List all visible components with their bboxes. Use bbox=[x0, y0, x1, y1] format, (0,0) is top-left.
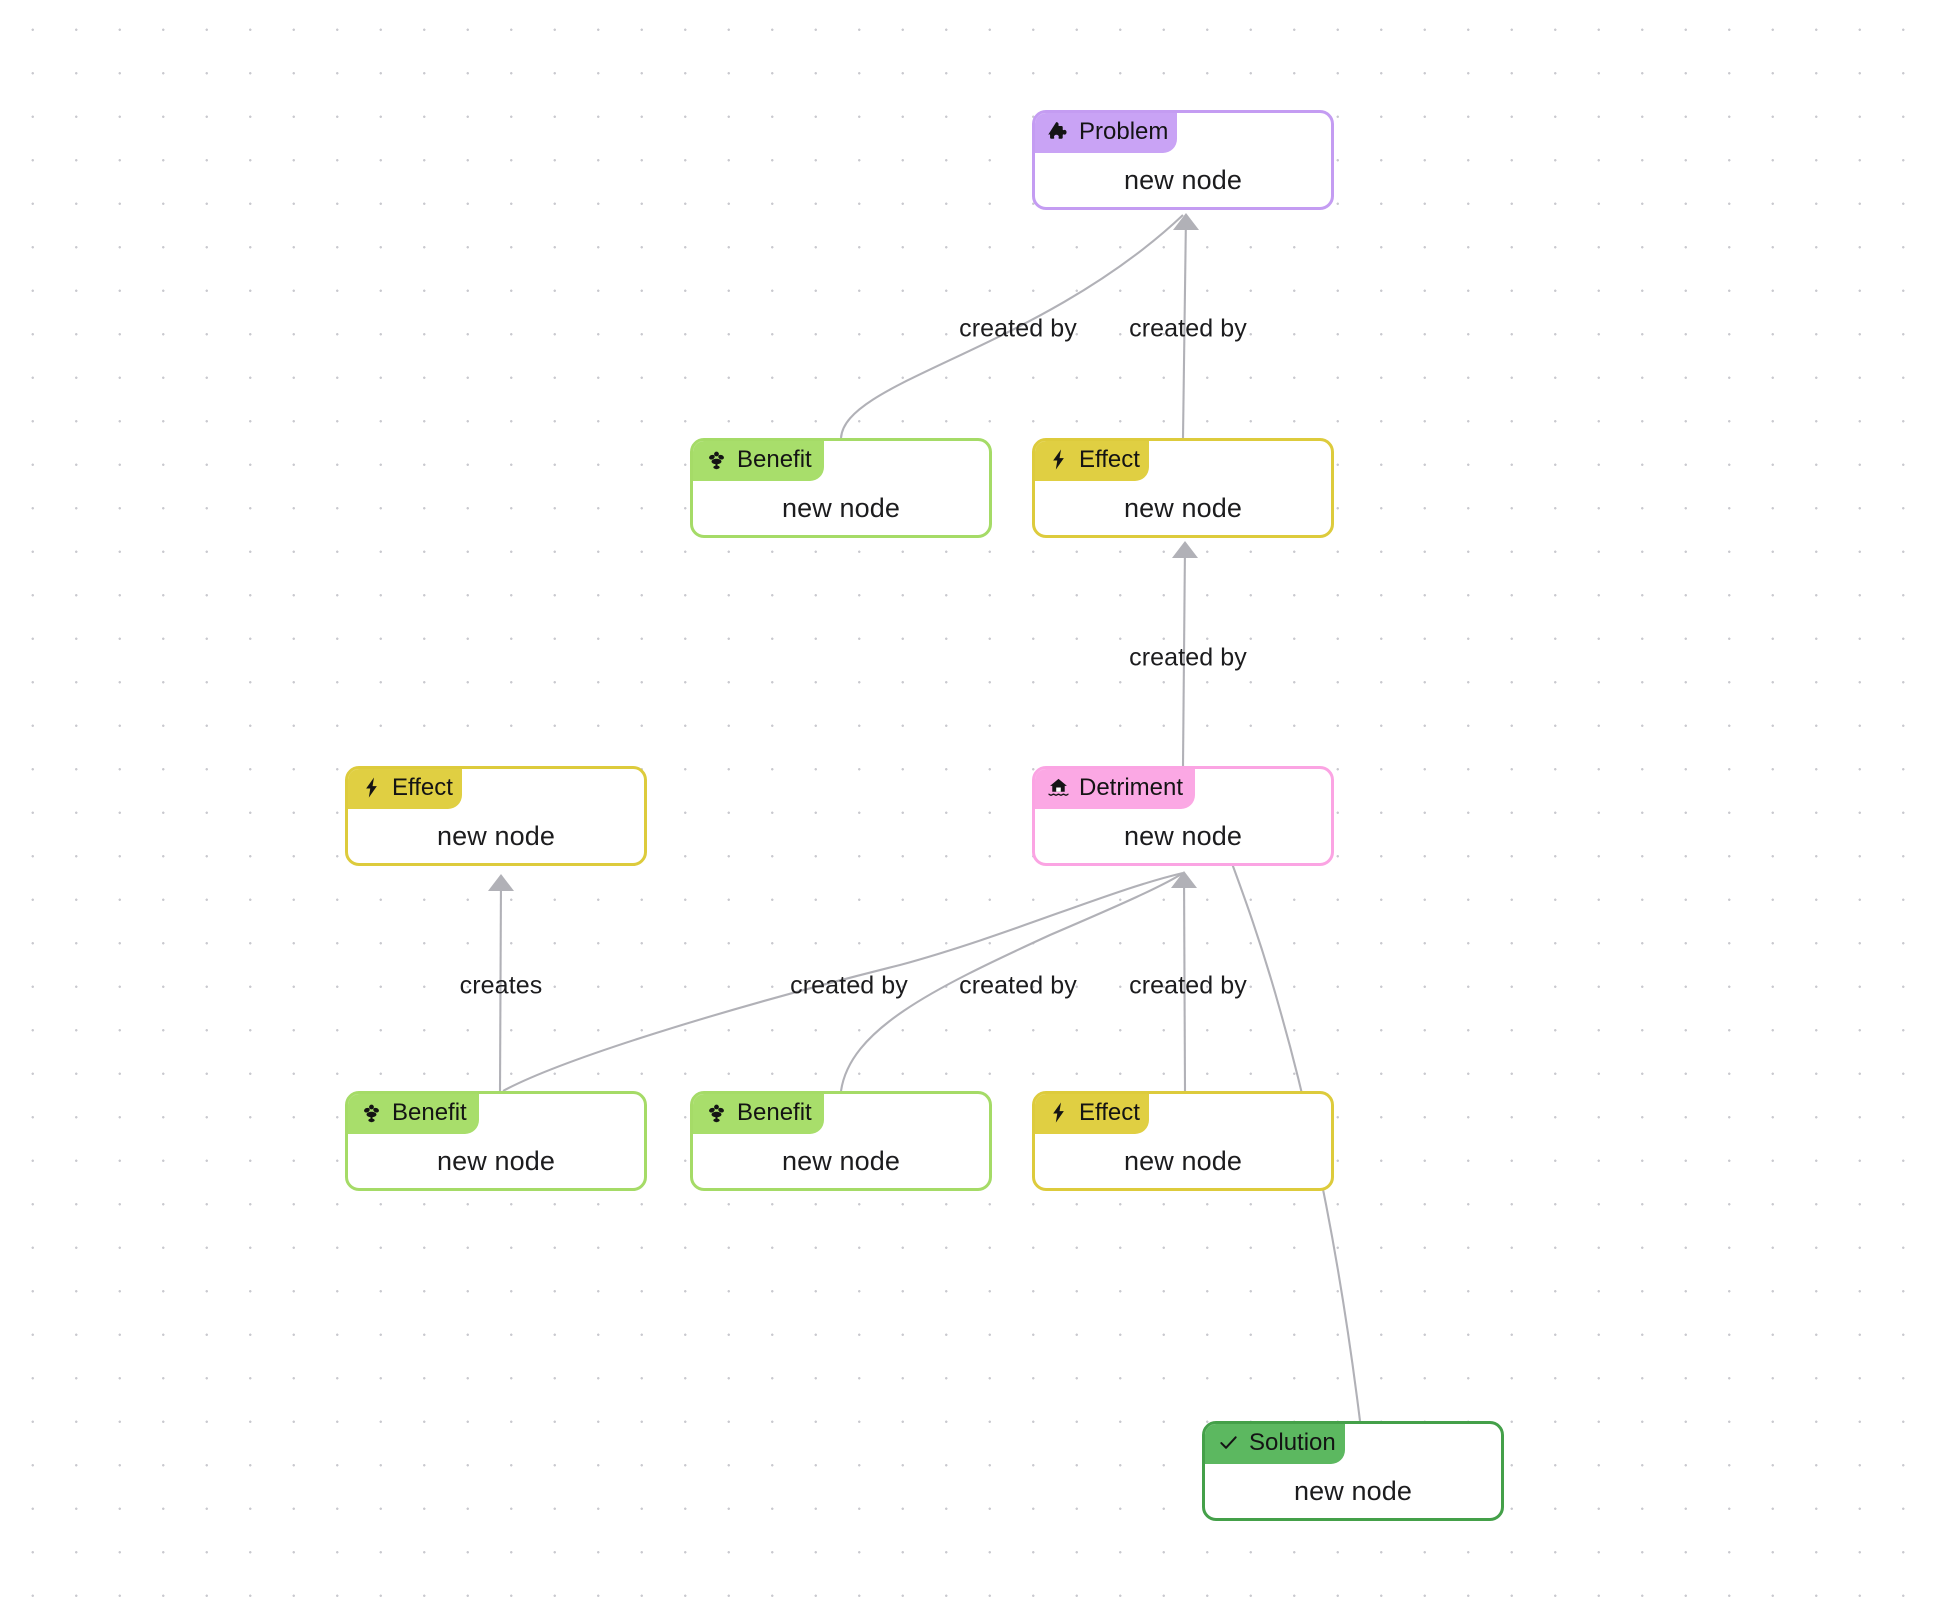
node-title[interactable]: new node bbox=[782, 492, 900, 523]
edge-label[interactable]: creates bbox=[459, 971, 543, 1000]
flower-icon bbox=[705, 1101, 728, 1124]
edge-label[interactable]: created by bbox=[1129, 643, 1247, 672]
node-type-badge[interactable]: Effect bbox=[1035, 1094, 1149, 1134]
edge-label[interactable]: created by bbox=[1129, 314, 1247, 343]
graph-node-detriment[interactable]: Detriment new node bbox=[1032, 766, 1334, 866]
node-title[interactable]: new node bbox=[1294, 1475, 1412, 1506]
puzzle-piece-icon bbox=[1047, 120, 1070, 143]
check-icon bbox=[1217, 1431, 1240, 1454]
node-type-badge[interactable]: Problem bbox=[1035, 113, 1177, 153]
node-type-label: Problem bbox=[1079, 117, 1169, 145]
flooded-house-icon bbox=[1047, 776, 1070, 799]
node-type-label: Benefit bbox=[392, 1098, 467, 1126]
node-type-badge[interactable]: Effect bbox=[1035, 441, 1149, 481]
node-title[interactable]: new node bbox=[1124, 164, 1242, 195]
graph-node-problem[interactable]: Problem new node bbox=[1032, 110, 1334, 210]
graph-node-benefit[interactable]: Benefit new node bbox=[690, 1091, 992, 1191]
graph-node-effect[interactable]: Effect new node bbox=[1032, 438, 1334, 538]
node-title[interactable]: new node bbox=[1124, 820, 1242, 851]
graph-node-benefit[interactable]: Benefit new node bbox=[690, 438, 992, 538]
edge-label[interactable]: created by bbox=[1129, 971, 1247, 1000]
node-title[interactable]: new node bbox=[782, 1145, 900, 1176]
node-type-label: Benefit bbox=[737, 445, 812, 473]
edge-label[interactable]: created by bbox=[959, 314, 1077, 343]
node-title[interactable]: new node bbox=[1124, 1145, 1242, 1176]
node-type-label: Effect bbox=[1079, 445, 1140, 473]
node-type-label: Solution bbox=[1249, 1428, 1336, 1456]
node-type-label: Detriment bbox=[1079, 773, 1184, 801]
edge-arrowhead bbox=[1172, 541, 1198, 558]
node-type-badge[interactable]: Benefit bbox=[693, 441, 824, 481]
node-title[interactable]: new node bbox=[1124, 492, 1242, 523]
node-type-label: Benefit bbox=[737, 1098, 812, 1126]
flower-icon bbox=[705, 448, 728, 471]
node-title[interactable]: new node bbox=[437, 820, 555, 851]
node-type-badge[interactable]: Solution bbox=[1205, 1424, 1345, 1464]
edge-arrowhead bbox=[488, 874, 514, 891]
edge-arrowhead bbox=[1171, 871, 1197, 888]
node-type-badge[interactable]: Benefit bbox=[348, 1094, 479, 1134]
edge-label[interactable]: created by bbox=[959, 971, 1077, 1000]
node-type-badge[interactable]: Effect bbox=[348, 769, 462, 809]
graph-node-effect[interactable]: Effect new node bbox=[1032, 1091, 1334, 1191]
flower-icon bbox=[360, 1101, 383, 1124]
node-type-badge[interactable]: Benefit bbox=[693, 1094, 824, 1134]
graph-node-solution[interactable]: Solution new node bbox=[1202, 1421, 1504, 1521]
lightning-bolt-icon bbox=[1047, 1101, 1070, 1124]
graph-node-effect[interactable]: Effect new node bbox=[345, 766, 647, 866]
node-title[interactable]: new node bbox=[437, 1145, 555, 1176]
node-type-badge[interactable]: Detriment bbox=[1035, 769, 1195, 809]
node-type-label: Effect bbox=[392, 773, 453, 801]
lightning-bolt-icon bbox=[1047, 448, 1070, 471]
node-type-label: Effect bbox=[1079, 1098, 1140, 1126]
graph-node-benefit[interactable]: Benefit new node bbox=[345, 1091, 647, 1191]
lightning-bolt-icon bbox=[360, 776, 383, 799]
edge-arrowhead bbox=[1173, 213, 1199, 230]
edge-label[interactable]: created by bbox=[790, 971, 908, 1000]
